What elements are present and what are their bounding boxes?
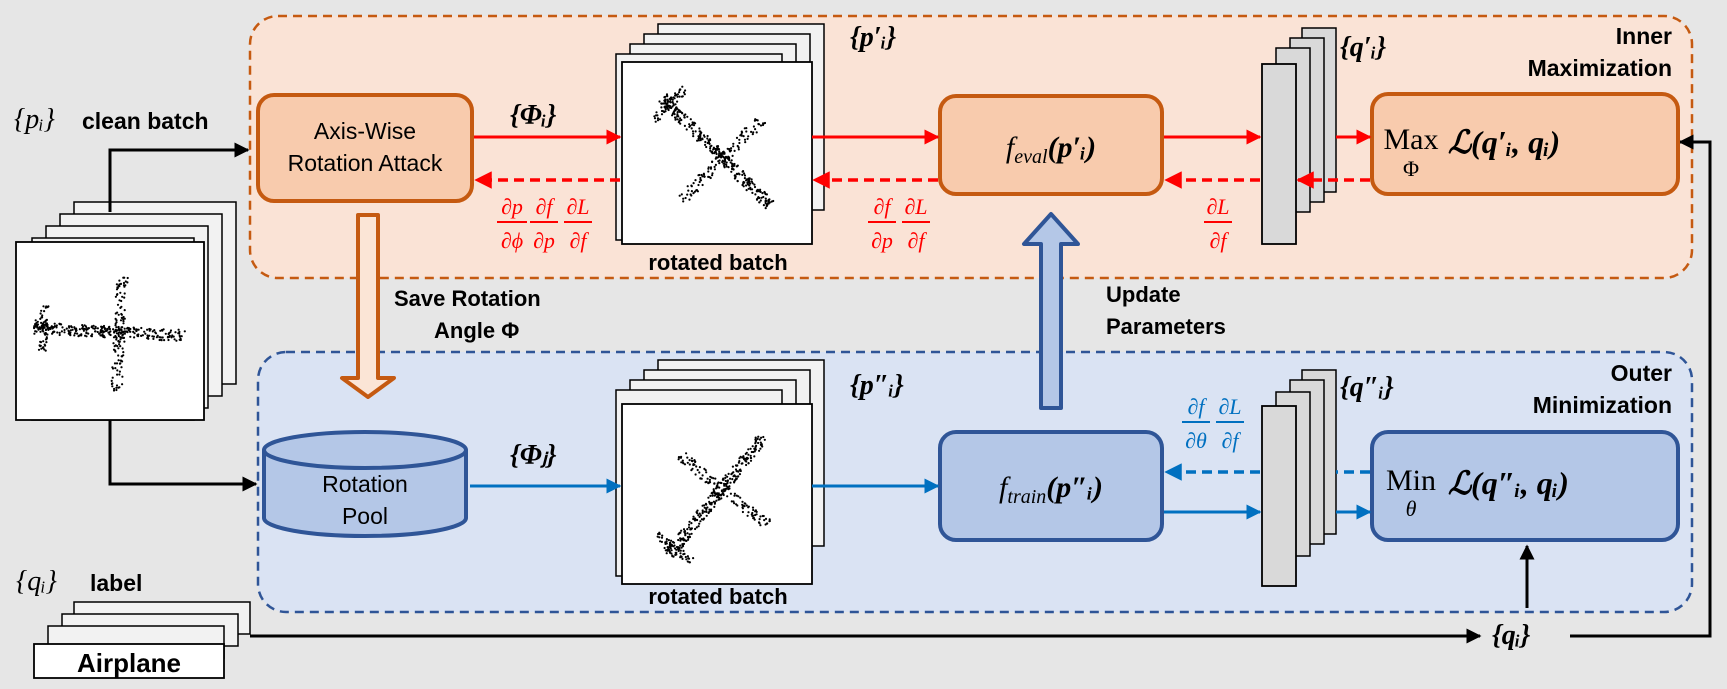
grad-attack-num-2: ∂f <box>536 194 556 219</box>
grad-attack-den-2: ∂p <box>533 228 555 253</box>
max-expr: ℒ(q′ᵢ, qᵢ) <box>1448 124 1560 160</box>
pool-line1: Rotation <box>322 471 408 497</box>
grad-batch-den-2: ∂f <box>908 228 928 253</box>
bottom-batch-caption: rotated batch <box>648 584 787 609</box>
clean-batch-arrow <box>108 142 250 212</box>
min-op: Min <box>1386 464 1436 497</box>
grad-attack-den-1: ∂ϕ <box>501 228 523 253</box>
grad-train-num-2: ∂L <box>1218 394 1241 419</box>
save-rotation-line2: Angle Φ <box>434 318 519 343</box>
save-rotation-line1: Save Rotation <box>394 286 541 311</box>
train-model-box <box>938 430 1164 542</box>
grad-attack-den-3: ∂f <box>570 228 590 253</box>
update-parameters-arrow <box>1022 212 1080 410</box>
attack-box-line1: Axis-Wise <box>314 118 416 144</box>
top-batch-set: {p′ᵢ} <box>850 22 896 53</box>
label-set-symbol: {qᵢ} <box>16 566 57 597</box>
grad-batch-den-1: ∂p <box>871 228 893 253</box>
grad-attack-num-1: ∂p <box>501 194 523 219</box>
grad-eval: ∂L ∂f <box>1206 194 1229 253</box>
bottom-rotated-batch-stack <box>615 359 825 585</box>
input-airplane-cloud <box>33 276 186 392</box>
grad-attack: ∂p ∂ϕ ∂f ∂p ∂L ∂f <box>501 194 590 253</box>
phi-i-label: {Φᵢ} <box>510 100 557 131</box>
grad-eval-num-1: ∂L <box>1206 194 1229 219</box>
grad-train-den-1: ∂θ <box>1185 428 1207 453</box>
update-line2: Parameters <box>1106 314 1226 339</box>
top-rotated-batch-stack <box>615 23 825 245</box>
outer-title-line2: Minimization <box>1533 392 1672 418</box>
inner-title-line1: Inner <box>1616 23 1672 49</box>
grad-train-num-1: ∂f <box>1188 394 1208 419</box>
grad-train-den-2: ∂f <box>1222 428 1242 453</box>
bottom-feature-set: {q″ᵢ} <box>1340 372 1394 403</box>
label-card-stack <box>33 601 251 679</box>
grad-batch-num-1: ∂f <box>874 194 894 219</box>
rotation-pool-cylinder <box>262 430 468 538</box>
train-arg: (p″ᵢ) <box>1046 471 1103 504</box>
label-text: label <box>90 570 142 596</box>
top-feature-set: {q′ᵢ} <box>1340 32 1386 63</box>
qi-to-max-arrow <box>1570 134 1712 638</box>
eval-model-box <box>938 94 1164 196</box>
outer-title-line1: Outer <box>1611 360 1672 386</box>
bottom-rotated-airplane-cloud <box>656 435 771 564</box>
save-rotation-arrow <box>340 213 396 399</box>
top-rotated-airplane-cloud <box>653 85 775 210</box>
bottom-batch-set: {p″ᵢ} <box>850 370 904 401</box>
rotation-attack-box <box>256 93 474 203</box>
min-under: θ <box>1406 496 1417 521</box>
top-batch-caption: rotated batch <box>648 250 787 275</box>
bottom-feature-stack <box>1261 369 1337 587</box>
clean-batch-label: clean batch <box>82 108 209 134</box>
pool-line2: Pool <box>342 503 388 529</box>
grad-train: ∂f ∂θ ∂L ∂f <box>1185 394 1241 453</box>
grad-batch: ∂f ∂p ∂L ∂f <box>871 194 927 253</box>
qi-set-symbol: {qᵢ} <box>1492 620 1530 651</box>
eval-arg: (p′ᵢ) <box>1048 131 1097 164</box>
min-loss-box <box>1370 430 1680 542</box>
grad-batch-num-2: ∂L <box>904 194 927 219</box>
eval-sub: eval <box>1014 146 1048 168</box>
train-sub: train <box>1007 486 1046 508</box>
input-batch-stack <box>15 201 237 421</box>
phi-j-label: {Φⱼ} <box>510 440 557 471</box>
attack-box-line2: Rotation Attack <box>288 150 443 176</box>
max-loss-box <box>1370 92 1680 196</box>
min-expr: ℒ(q″ᵢ, qᵢ) <box>1448 465 1569 501</box>
grad-attack-num-3: ∂L <box>566 194 589 219</box>
input-set-symbol: {pᵢ} <box>14 104 55 135</box>
pool-input-arrow <box>108 420 258 492</box>
inner-title-line2: Maximization <box>1528 55 1672 81</box>
max-op: Max <box>1384 123 1439 156</box>
grad-eval-den-1: ∂f <box>1210 228 1230 253</box>
label-card-text: Airplane <box>77 648 181 678</box>
max-under: Φ <box>1403 156 1419 181</box>
update-line1: Update <box>1106 282 1181 307</box>
